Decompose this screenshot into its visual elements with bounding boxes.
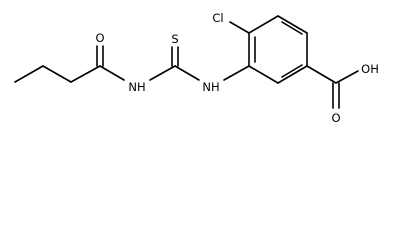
bond-thiocarbonyl-nh	[174, 65, 200, 81]
chemical-structure: O NH S NH Cl OH O	[14, 11, 379, 125]
atom-carboxyl-oxygen: O	[331, 111, 340, 125]
ring-bond-c1-c2	[277, 65, 308, 84]
bond-cooh-oh	[335, 70, 359, 84]
bond-ch2-ch2	[42, 65, 72, 83]
ring-bond-c2-c3	[248, 65, 279, 84]
atom-amide-nitrogen: NH	[128, 80, 145, 94]
bond-ring-cl	[229, 21, 250, 34]
atom-chlorine: Cl	[212, 11, 223, 25]
atom-thio-sulfur: S	[171, 32, 178, 46]
bond-ch2-carbonyl	[70, 65, 101, 83]
atom-labels: O NH S NH Cl OH O	[95, 11, 378, 125]
bonds	[14, 15, 359, 109]
bond-nh-ring	[223, 65, 250, 81]
ring-bond-c5-c6	[277, 15, 308, 34]
bond-ch3-ch2	[14, 65, 44, 83]
bond-nh-thiocarbonyl	[149, 65, 176, 81]
atom-hydroxyl: OH	[361, 62, 379, 76]
ring-inner-double-3	[281, 64, 303, 78]
bond-carbonyl-nh	[99, 65, 125, 81]
ring-inner-double-2	[281, 21, 303, 35]
bond-ring-cooh	[306, 65, 337, 84]
atom-carbonyl-oxygen: O	[95, 31, 104, 45]
atom-thioamide-nitrogen: NH	[202, 80, 219, 94]
ring-bond-c4-c5	[248, 15, 279, 34]
